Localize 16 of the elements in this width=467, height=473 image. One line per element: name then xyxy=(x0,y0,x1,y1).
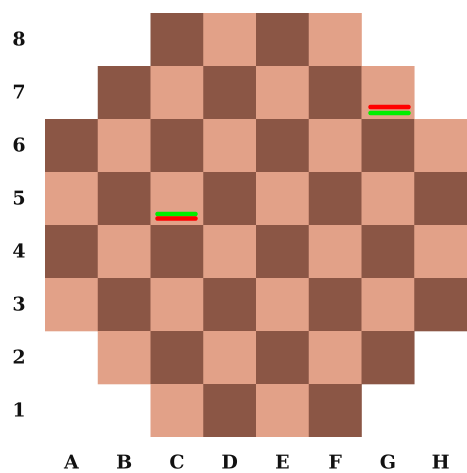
row-label: 2 xyxy=(12,348,26,367)
row-label: 8 xyxy=(12,30,26,49)
column-label: F xyxy=(328,454,342,472)
row-label: 6 xyxy=(12,136,26,155)
column-label: A xyxy=(64,454,79,472)
row-label: 4 xyxy=(12,242,26,261)
column-label: D xyxy=(221,454,238,472)
column-label: E xyxy=(275,454,290,472)
row-label: 7 xyxy=(12,83,26,102)
row-label: 5 xyxy=(12,189,26,208)
column-label: G xyxy=(380,454,396,472)
column-label: B xyxy=(116,454,132,472)
column-label: C xyxy=(169,454,184,472)
row-label: 3 xyxy=(12,295,26,314)
row-label: 1 xyxy=(12,401,26,420)
column-label: H xyxy=(432,454,450,472)
